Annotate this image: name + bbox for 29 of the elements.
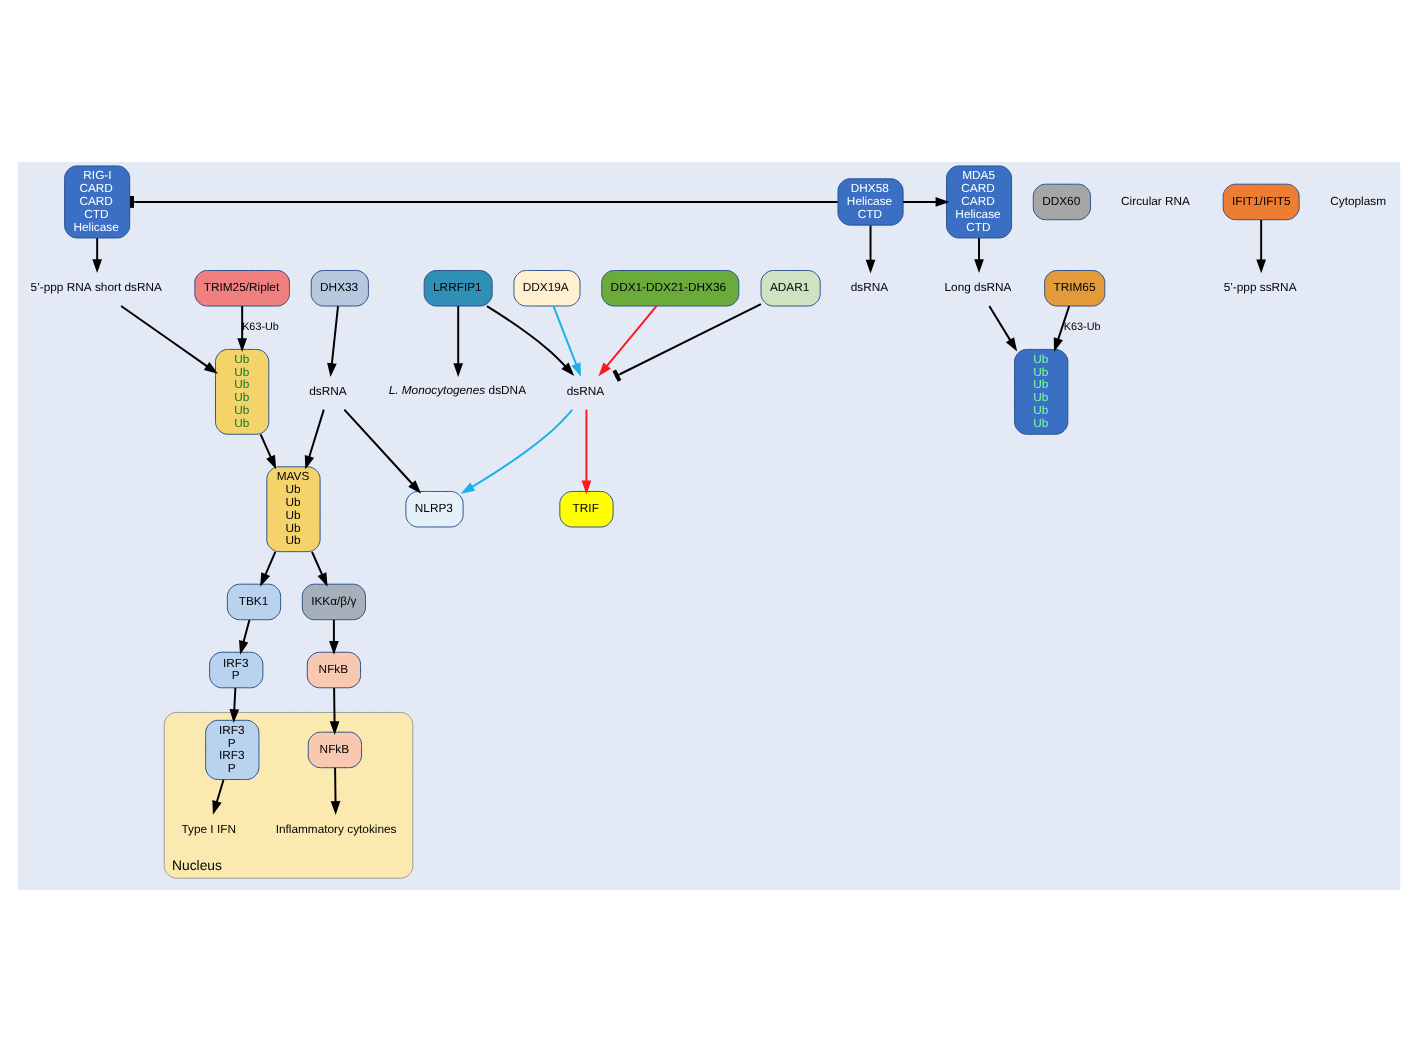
arrow — [453, 304, 464, 377]
arrow — [485, 304, 575, 376]
arrow — [304, 407, 325, 469]
arrow — [229, 685, 240, 723]
arrow — [259, 432, 277, 469]
arrow — [311, 549, 328, 586]
arrow — [212, 777, 225, 814]
arrow — [330, 765, 341, 814]
arrow — [974, 236, 984, 273]
arrow — [327, 304, 339, 377]
arrow — [237, 304, 247, 352]
arrow — [865, 223, 876, 273]
connector — [129, 195, 839, 207]
arrow — [988, 304, 1018, 351]
arrow — [1256, 218, 1266, 273]
arrow — [1053, 304, 1071, 351]
arrow — [260, 549, 277, 586]
arrow — [343, 407, 422, 493]
arrow — [581, 407, 592, 494]
arrow — [902, 196, 950, 206]
connector — [612, 302, 762, 381]
arrow — [552, 304, 581, 376]
arrow — [120, 304, 218, 373]
arrow — [460, 407, 574, 493]
arrow — [329, 617, 339, 654]
arrow — [92, 236, 102, 273]
arrow — [329, 685, 340, 735]
arrow — [239, 617, 251, 654]
arrow — [598, 304, 658, 376]
